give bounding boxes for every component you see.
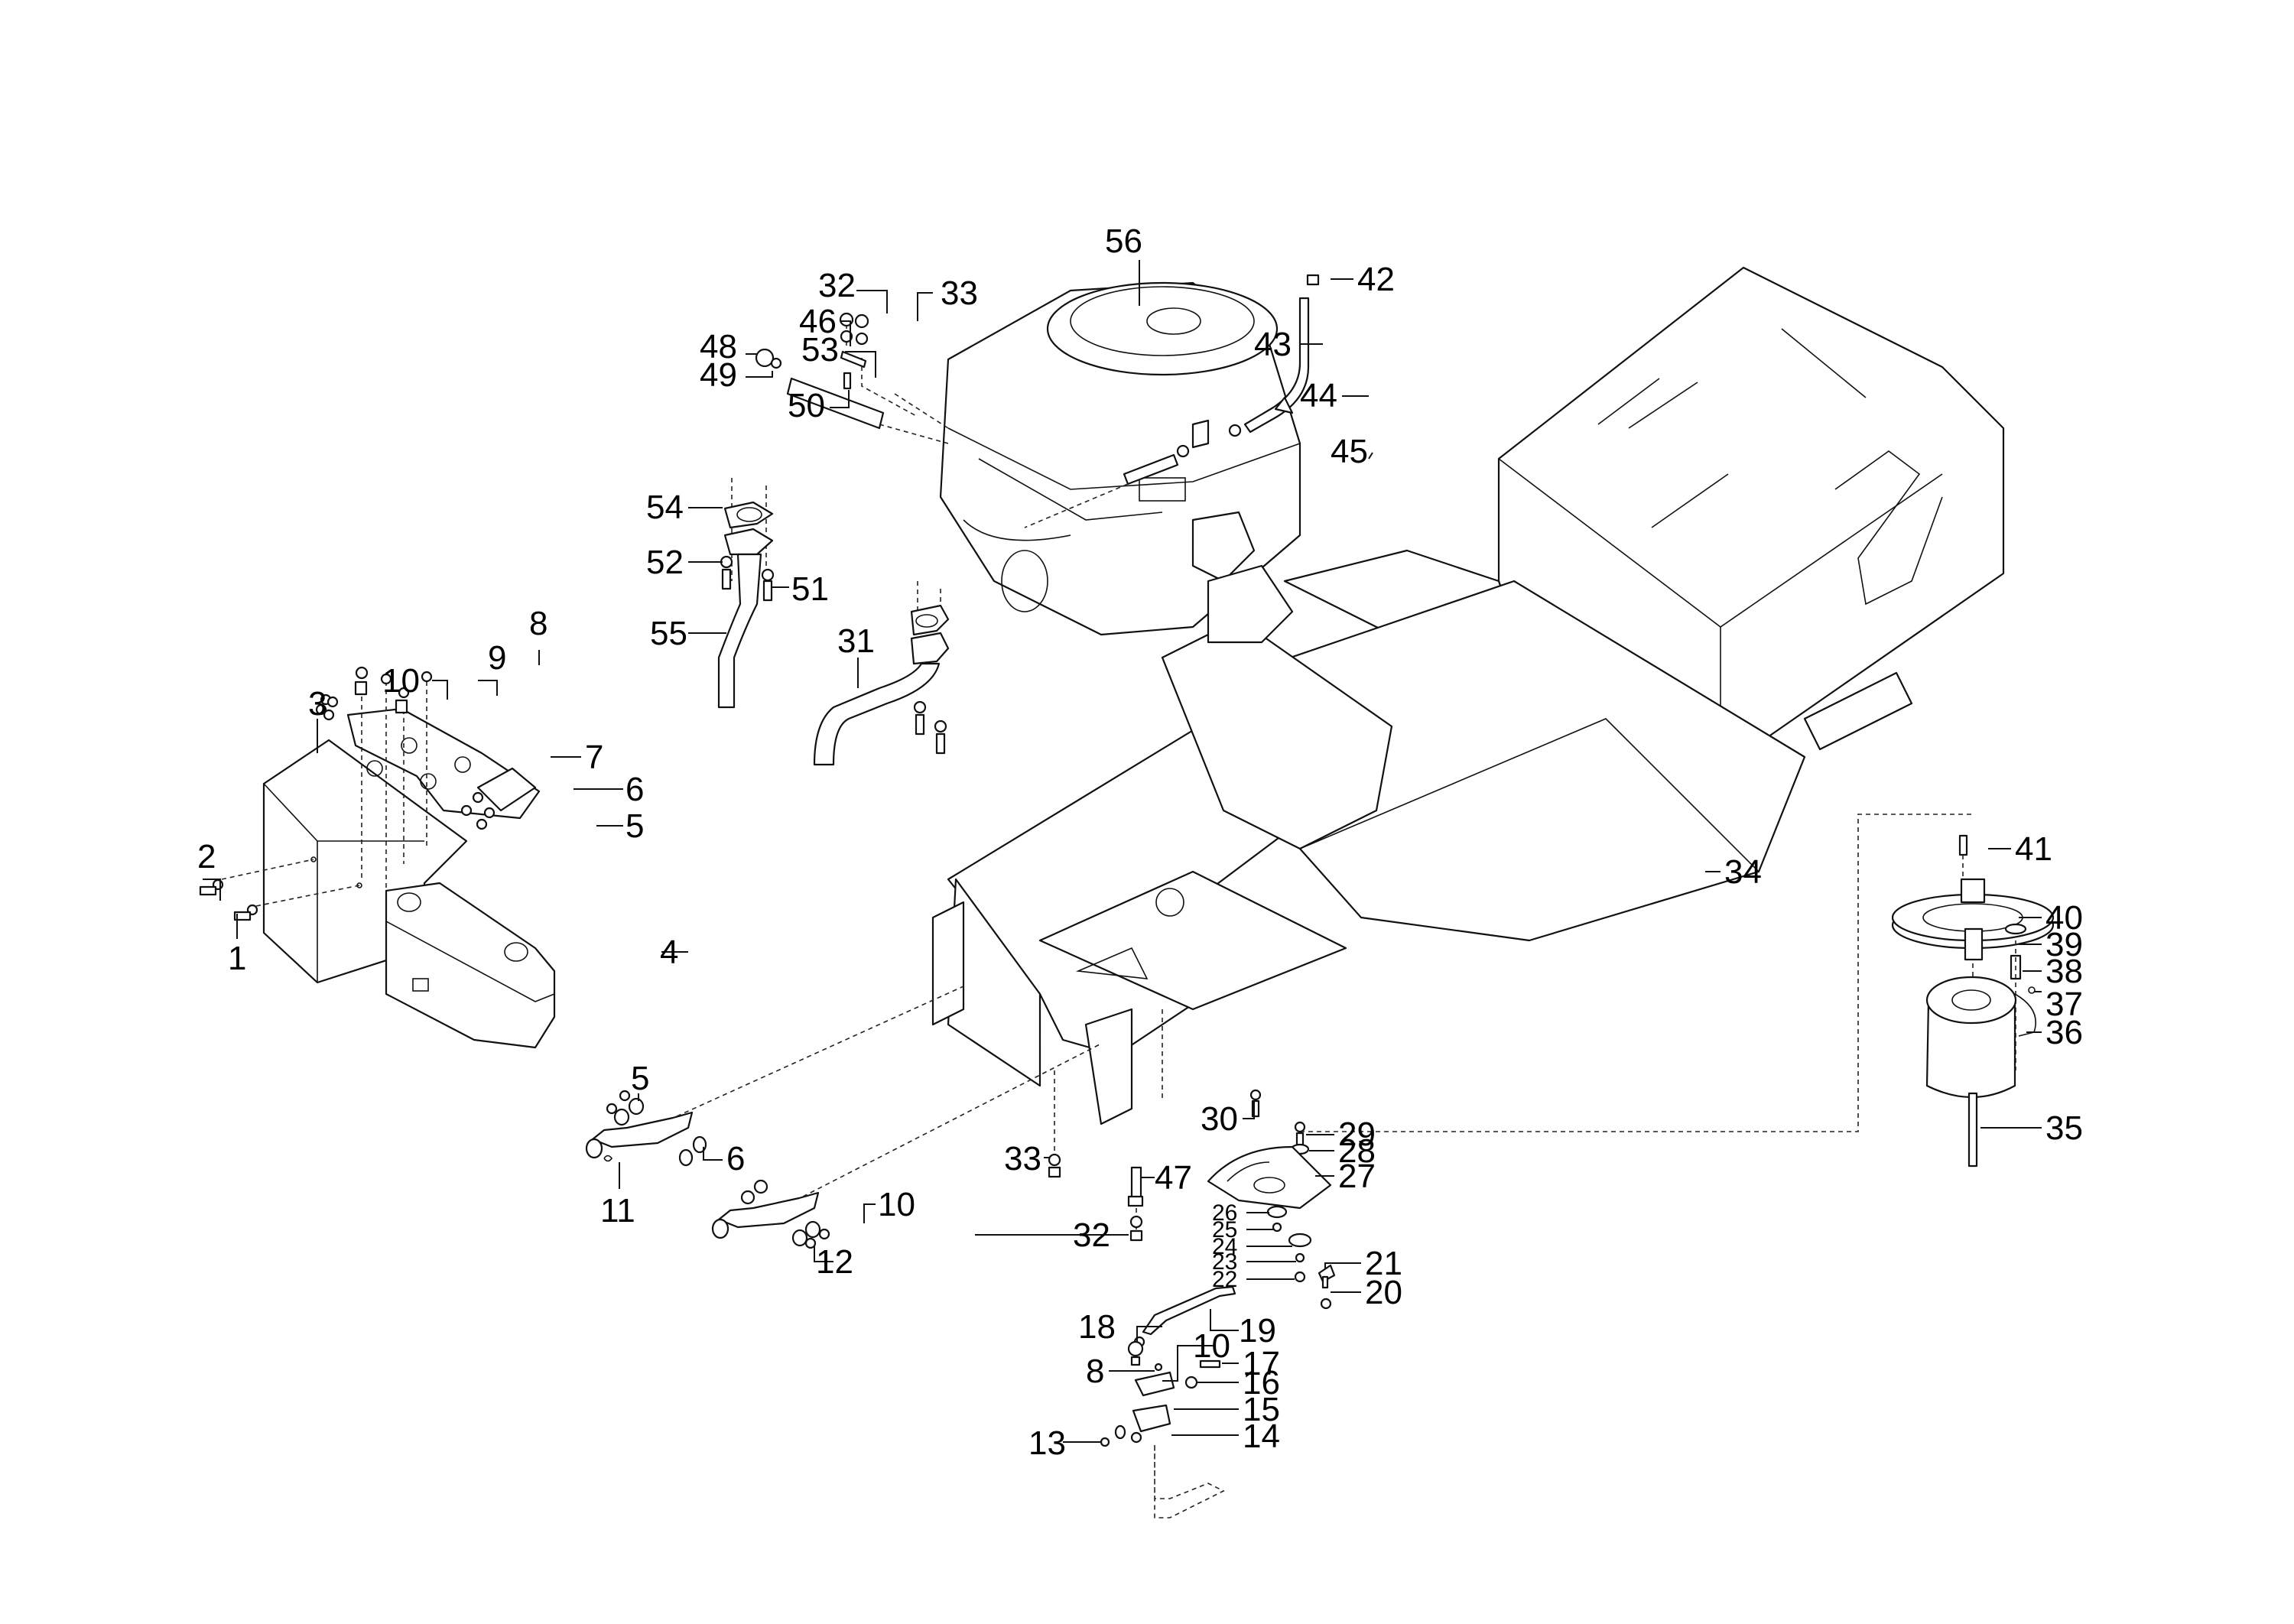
callout-20[interactable]: 20 [1365,1274,1402,1311]
callout-32[interactable]: 32 [818,267,856,304]
callout-16[interactable]: 16 [1243,1364,1280,1402]
callout-5b[interactable]: 5 [631,1060,649,1097]
callout-40[interactable]: 40 [2045,899,2083,937]
callout-17[interactable]: 17 [1243,1345,1280,1382]
callout-52[interactable]: 52 [646,544,684,581]
steering-linkage[interactable] [1048,1009,1336,1518]
callout-42[interactable]: 42 [1357,261,1395,298]
callout-27[interactable]: 27 [1338,1158,1376,1195]
exhaust-pipe-left[interactable] [717,478,775,709]
callout-32b[interactable]: 32 [1073,1216,1110,1254]
callout-29[interactable]: 29 [1338,1116,1376,1153]
callouts: 56 32 33 46 53 48 49 50 42 43 44 45 54 5… [197,222,2083,1462]
fuel-line[interactable] [1024,274,1320,528]
callout-49[interactable]: 49 [700,356,737,394]
callout-56[interactable]: 56 [1105,222,1142,260]
callout-14[interactable]: 14 [1243,1418,1280,1455]
callout-35[interactable]: 35 [2045,1109,2083,1147]
callout-33[interactable]: 33 [941,274,978,312]
callout-51[interactable]: 51 [791,570,829,608]
callout-8b[interactable]: 8 [1086,1353,1104,1390]
callout-47[interactable]: 47 [1155,1159,1192,1197]
tube [786,377,885,430]
engine[interactable] [939,281,1301,644]
callout-31[interactable]: 31 [837,622,875,660]
callout-13[interactable]: 13 [1028,1424,1066,1462]
callout-12[interactable]: 12 [816,1243,853,1281]
frame[interactable] [931,266,2005,1125]
callout-3[interactable]: 3 [308,685,327,723]
callout-10[interactable]: 10 [382,662,420,700]
callout-34[interactable]: 34 [1724,853,1762,891]
bracket-left[interactable] [585,986,964,1167]
callout-6b[interactable]: 6 [726,1140,745,1177]
callout-33b[interactable]: 33 [1004,1140,1041,1177]
callout-7[interactable]: 7 [585,739,603,776]
callout-22[interactable]: 22 [1212,1267,1237,1292]
callout-18[interactable]: 18 [1078,1308,1116,1346]
callout-9[interactable]: 9 [488,639,506,677]
muffler-bracket[interactable] [315,666,541,902]
callout-8[interactable]: 8 [529,605,548,642]
callout-46[interactable]: 46 [799,303,837,340]
callout-45[interactable]: 45 [1331,433,1368,470]
callout-21[interactable]: 21 [1365,1245,1402,1282]
callout-53[interactable]: 53 [801,331,839,369]
callout-10c[interactable]: 10 [1193,1327,1230,1365]
callout-15[interactable]: 15 [1243,1391,1280,1428]
leader-lines [203,260,2042,1443]
callout-26[interactable]: 26 [1212,1200,1237,1226]
callout-36[interactable]: 36 [2045,1014,2083,1051]
callout-30[interactable]: 30 [1201,1100,1238,1138]
muffler[interactable] [385,882,556,1049]
pto-clutch-assembly[interactable] [1300,814,2055,1168]
callout-19[interactable]: 19 [1239,1312,1276,1350]
callout-28[interactable]: 28 [1338,1132,1376,1170]
callout-44[interactable]: 44 [1300,377,1337,414]
callout-41[interactable]: 41 [2015,830,2052,868]
callout-54[interactable]: 54 [646,489,684,526]
callout-2[interactable]: 2 [197,838,216,875]
callout-48[interactable]: 48 [700,328,737,365]
callout-50[interactable]: 50 [788,387,825,424]
callout-25[interactable]: 25 [1212,1217,1237,1242]
callout-43[interactable]: 43 [1254,326,1292,363]
callout-37[interactable]: 37 [2045,986,2083,1023]
callout-6[interactable]: 6 [625,771,644,808]
callout-5[interactable]: 5 [625,807,644,845]
callout-39[interactable]: 39 [2045,926,2083,963]
engine-top-hardware [755,312,949,444]
callout-23[interactable]: 23 [1212,1249,1237,1275]
callout-38[interactable]: 38 [2045,953,2083,990]
callout-55[interactable]: 55 [650,615,687,652]
callout-11[interactable]: 11 [600,1192,635,1229]
callout-4[interactable]: 4 [660,934,678,971]
bracket-right[interactable] [711,1043,1102,1249]
exhaust-pipe-right[interactable] [813,581,950,766]
callout-10b[interactable]: 10 [878,1186,915,1223]
callout-1[interactable]: 1 [228,940,246,977]
callout-24[interactable]: 24 [1212,1234,1237,1259]
